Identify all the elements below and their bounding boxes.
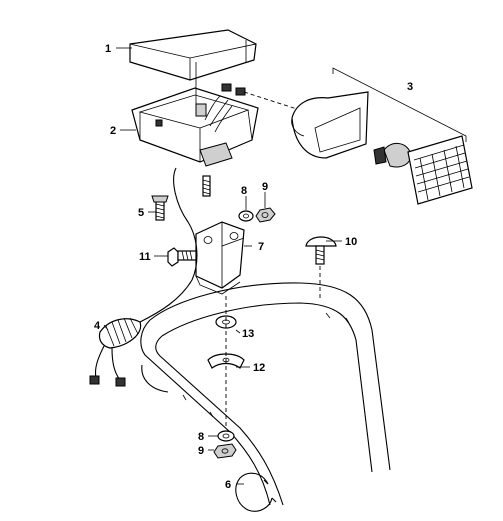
part-6-clip-ring xyxy=(235,472,277,512)
part-7-bracket xyxy=(195,221,245,295)
part-5-screws xyxy=(151,175,211,221)
callout-12: 12 xyxy=(253,362,265,374)
callout-11: 11 xyxy=(139,251,151,263)
callout-4: 4 xyxy=(94,320,101,332)
part-1-cover xyxy=(129,29,257,81)
callout-9-lower: 9 xyxy=(198,445,204,457)
callout-7: 7 xyxy=(258,241,264,253)
leader-lines xyxy=(103,47,342,485)
callout-5: 5 xyxy=(138,207,144,219)
callout-6: 6 xyxy=(225,479,231,491)
callout-2: 2 xyxy=(110,125,116,137)
callout-8-upper: 8 xyxy=(241,185,247,197)
part-8-washer-upper xyxy=(238,210,254,222)
part-8-washer-lower xyxy=(217,430,235,442)
part-9-nut-lower xyxy=(213,443,237,459)
part-10-carriage-bolt xyxy=(305,236,337,300)
lens-grid xyxy=(413,144,470,201)
part-9-nut-upper xyxy=(255,207,276,223)
callout-3: 3 xyxy=(407,81,413,93)
callout-10: 10 xyxy=(345,236,357,248)
part-4-wire-harness xyxy=(89,167,198,387)
part-2-housing xyxy=(131,62,301,167)
callout-1: 1 xyxy=(105,43,111,55)
callout-8-lower: 8 xyxy=(198,431,204,443)
callout-13: 13 xyxy=(242,328,254,340)
part-3-lamp-assembly xyxy=(291,67,473,205)
callout-labels: 1 2 3 4 5 6 7 8 9 10 11 12 13 8 9 xyxy=(94,43,413,491)
part-11-bolt xyxy=(167,247,197,267)
handlebar-frame xyxy=(140,282,391,506)
callout-9-upper: 9 xyxy=(262,181,268,193)
